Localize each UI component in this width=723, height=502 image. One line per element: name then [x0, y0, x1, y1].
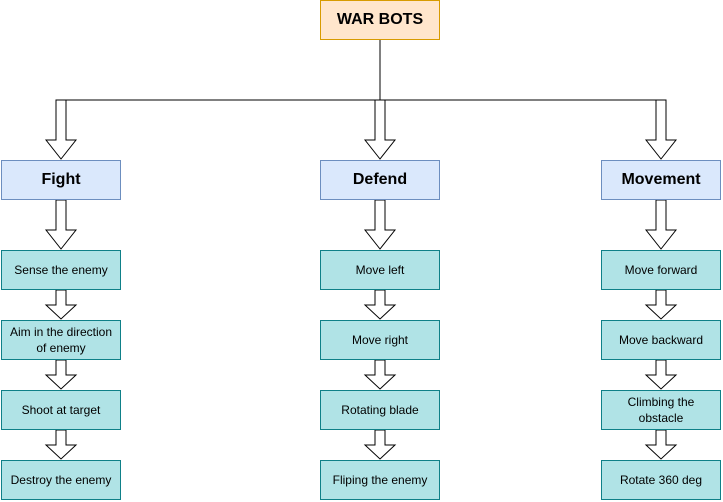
arrow-fight-2: [44, 289, 78, 320]
step-node: Move right: [320, 320, 440, 360]
step-node: Shoot at target: [1, 390, 121, 430]
arrow-fight-1: [44, 199, 78, 250]
arrow-to-fight: [44, 99, 78, 160]
arrow-movement-1: [644, 199, 678, 250]
arrow-movement-4: [644, 429, 678, 460]
step-node: Rotating blade: [320, 390, 440, 430]
step-node: Move left: [320, 250, 440, 290]
step-node: Move backward: [601, 320, 721, 360]
arrow-defend-1: [363, 199, 397, 250]
arrow-defend-3: [363, 359, 397, 390]
arrow-defend-4: [363, 429, 397, 460]
arrow-fight-3: [44, 359, 78, 390]
step-node: Aim in the direction of enemy: [1, 320, 121, 360]
step-node: Move forward: [601, 250, 721, 290]
step-node: Climbing the obstacle: [601, 390, 721, 430]
arrow-to-movement: [644, 99, 678, 160]
step-node: Destroy the enemy: [1, 460, 121, 500]
root-node: WAR BOTS: [320, 0, 440, 40]
step-node: Sense the enemy: [1, 250, 121, 290]
arrow-movement-3: [644, 359, 678, 390]
arrow-movement-2: [644, 289, 678, 320]
step-node: Fliping the enemy: [320, 460, 440, 500]
category-movement: Movement: [601, 160, 721, 200]
category-fight: Fight: [1, 160, 121, 200]
arrow-fight-4: [44, 429, 78, 460]
step-node: Rotate 360 deg: [601, 460, 721, 500]
arrow-to-defend: [363, 99, 397, 160]
category-defend: Defend: [320, 160, 440, 200]
arrow-defend-2: [363, 289, 397, 320]
